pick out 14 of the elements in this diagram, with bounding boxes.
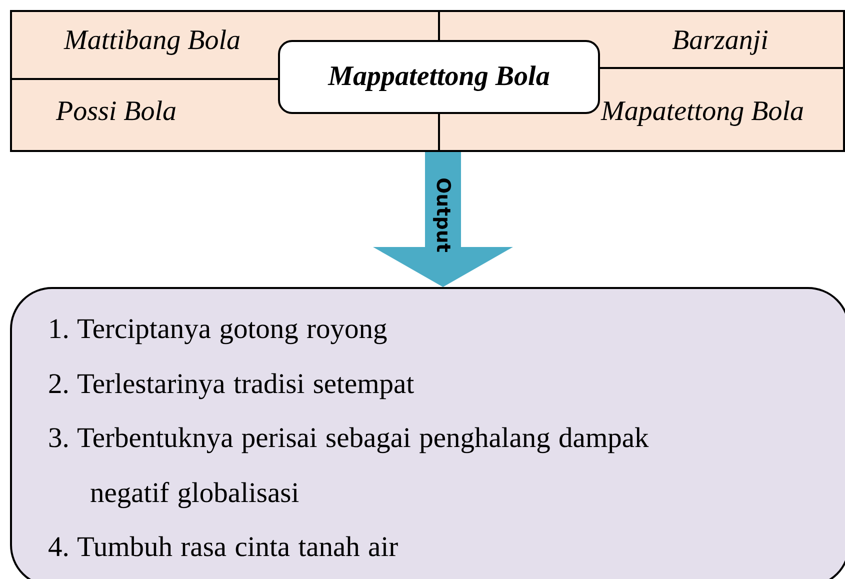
title-box — [278, 40, 600, 114]
cell-label: Barzanji — [672, 24, 768, 58]
outer-panel — [10, 10, 845, 152]
cell-label: Mapatettong Bola — [601, 95, 804, 129]
list-item: 2. Terlestarinya tradisi setempat — [48, 368, 416, 402]
cell-label: Possi Bola — [56, 95, 177, 129]
list-item: 3. Terbentuknya perisai sebagai penghalang dampak negatif globalisasi — [48, 422, 650, 510]
block-arrow — [373, 152, 513, 287]
result-box — [10, 287, 845, 579]
list-item: 4. Tumbuh rasa cinta tanah air — [48, 531, 400, 565]
edge-label: Output — [432, 176, 454, 254]
cell-label: Mattibang Bola — [64, 24, 241, 58]
title-label: Mappatettong Bola — [328, 61, 550, 93]
list-item: 1. Terciptanya gotong royong — [48, 313, 388, 347]
